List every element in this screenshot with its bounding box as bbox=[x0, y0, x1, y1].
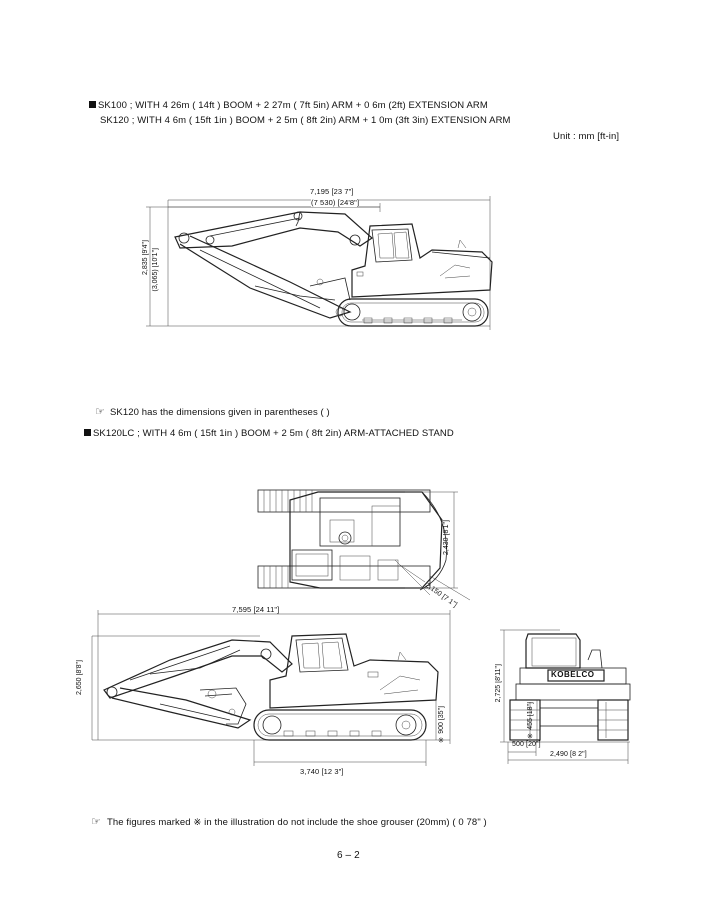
sk100-spec-text: SK100 ; WITH 4 26m ( 14ft ) BOOM + 2 27m… bbox=[98, 100, 488, 111]
sk120lc-spec-text: SK120LC ; WITH 4 6m ( 15ft 1in ) BOOM + … bbox=[93, 428, 454, 439]
overall-width-label: 2,490 [8 2"] bbox=[550, 751, 587, 758]
ground-clearance-label: ※ 900 [35"] bbox=[438, 706, 445, 744]
pointing-hand-icon: ☞ bbox=[91, 815, 101, 828]
figure2-top-view bbox=[257, 489, 471, 601]
bullet-icon bbox=[89, 101, 96, 108]
front-height-label: 2,725 [8'11"] bbox=[495, 664, 502, 703]
overall-length-label: 7,595 [24 11"] bbox=[232, 605, 280, 614]
sk120-spec-line: SK120 ; WITH 4 6m ( 15ft 1in ) BOOM + 2 … bbox=[100, 115, 511, 126]
pointing-hand-icon: ☞ bbox=[95, 405, 105, 418]
shoe-width-label: 500 [20"] bbox=[512, 741, 541, 748]
fig1-height-alt-label: (3,065) [10'1"] bbox=[152, 248, 159, 292]
min-ground-clearance-label: ※ 455 [18"] bbox=[527, 702, 534, 740]
kobelco-logo: KOBELCO bbox=[551, 670, 595, 679]
fig1-length-label: 7,195 [23 7"] bbox=[310, 187, 354, 196]
top-width-label: 2,430 [8'1"] bbox=[443, 520, 450, 555]
fig1-length-alt-label: (7 530) [24'8"] bbox=[311, 198, 360, 207]
sk100-spec-line: SK100 ; WITH 4 26m ( 14ft ) BOOM + 2 27m… bbox=[89, 100, 488, 111]
note1-text: SK120 has the dimensions given in parent… bbox=[109, 407, 330, 418]
note1-line: ☞ SK120 has the dimensions given in paren… bbox=[95, 405, 330, 418]
page-number: 6 – 2 bbox=[337, 850, 360, 861]
figure1-side-view bbox=[146, 196, 493, 330]
figure2-side-view bbox=[91, 610, 451, 766]
unit-label: Unit : mm [ft-in] bbox=[553, 131, 620, 142]
tumbler-distance-label: 3,740 [12 3"] bbox=[300, 767, 344, 776]
figure2-front-view bbox=[500, 629, 631, 764]
bullet-icon bbox=[84, 429, 91, 436]
note2-line: ☞ The figures marked ※ in the illustratio… bbox=[91, 815, 487, 828]
fig1-height-label: 2,835 [9'4"] bbox=[142, 240, 149, 275]
note2-text: The figures marked ※ in the illustration… bbox=[106, 817, 487, 828]
side-height-label: 2,650 [8'8"] bbox=[76, 660, 83, 695]
sk120lc-spec-line: SK120LC ; WITH 4 6m ( 15ft 1in ) BOOM + … bbox=[84, 428, 454, 439]
